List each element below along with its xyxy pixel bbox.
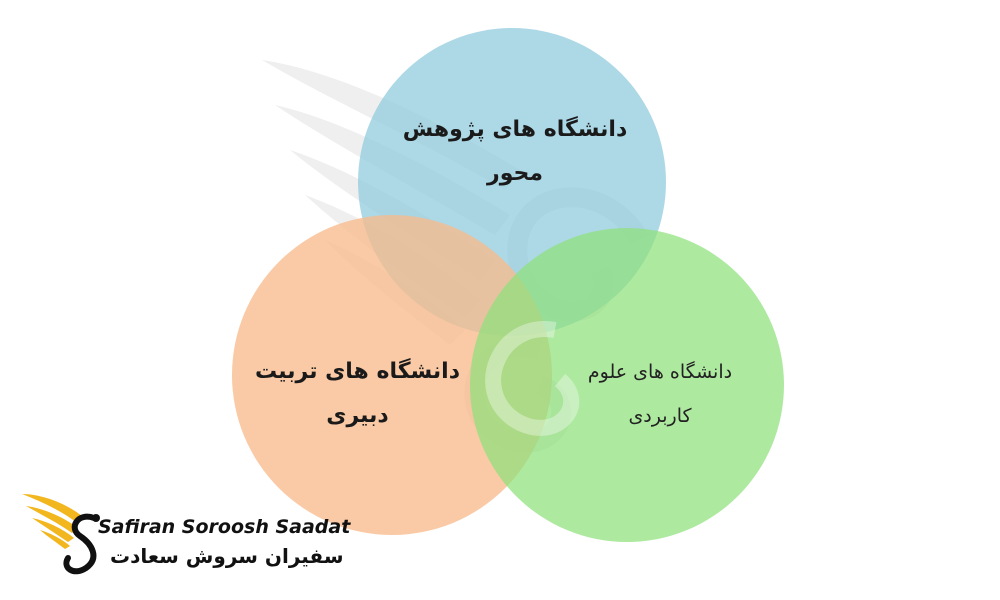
brand-name-persian: سفیران سروش سعادت [110,544,344,568]
phoenix-logo-icon [22,494,100,575]
circle-label-applied-sciences: دانشگاه های علوم کاربردی [560,350,760,438]
teacher-training-line-2: دبیری [326,403,389,428]
brand-name-english: Safiran Soroosh Saadat [98,516,351,538]
circle-label-teacher-training: دانشگاه های تربیت دبیری [245,350,470,438]
applied-sciences-line-2: کاربردی [628,405,692,427]
brand-logo: Safiran Soroosh Saadat سفیران سروش سعادت [18,488,350,583]
circle-label-research: دانشگاه های پژوهش محور [395,108,635,196]
research-line-2: محور [487,161,543,186]
applied-sciences-line-1: دانشگاه های علوم [587,361,733,383]
teacher-training-line-1: دانشگاه های تربیت [255,359,460,384]
circle-teacher-training [232,215,552,535]
research-line-1: دانشگاه های پژوهش [402,117,628,142]
overlap-swirl-icon [485,321,580,436]
circle-applied-sciences [470,228,784,542]
